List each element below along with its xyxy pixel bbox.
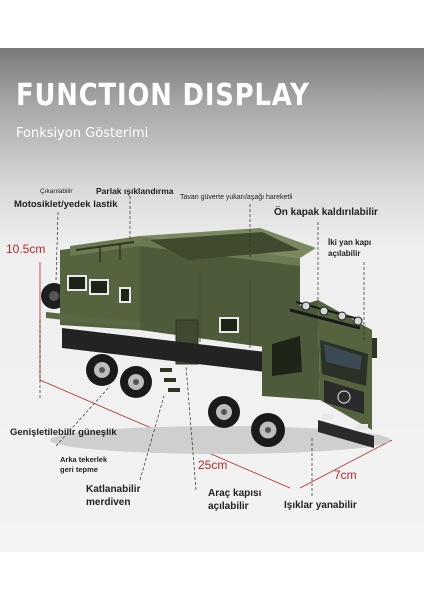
wheel: [120, 366, 152, 398]
label-folding-stairs-line2: merdiven: [86, 497, 131, 508]
wheels: [86, 354, 285, 447]
label-roof-deck: Tavan güverte yukarı/aşağı hareketli: [180, 194, 293, 201]
chassis: [62, 328, 300, 376]
headline: FUNCTION DISPLAY: [16, 78, 310, 113]
dimension-width: 7cm: [334, 468, 357, 482]
ground-shadow: [50, 426, 390, 454]
callout-lines: [39, 196, 365, 496]
wheel: [208, 396, 240, 428]
label-bright-lighting: Parlak ışıklandırma: [96, 186, 174, 196]
label-motorcycle-spare-tire: Motosiklet/yedek lastik: [14, 199, 118, 210]
label-folding-stairs-line1: Katlanabilir: [86, 484, 141, 495]
wheel: [251, 413, 285, 447]
label-two-side-doors-line2: açılabilir: [328, 249, 361, 258]
folding-stairs: [160, 368, 180, 392]
label-expandable-awning: Genişletilebilir güneşlik: [10, 427, 117, 438]
label-removable: Çıkarılabilir: [40, 188, 73, 195]
label-rear-wheel-line2: geri tepme: [60, 465, 98, 474]
label-lights: Işıklar yanabilir: [284, 500, 357, 511]
subheadline: Fonksiyon Gösterimi: [16, 126, 149, 141]
wheel: [86, 354, 118, 386]
label-rear-wheel-line1: Arka tekerlek: [60, 455, 108, 464]
cab: [262, 300, 377, 448]
dimension-height: 10.5cm: [6, 242, 46, 256]
label-vehicle-door-line1: Araç kapısı: [208, 488, 262, 499]
dimension-length: 25cm: [198, 458, 228, 472]
label-vehicle-door-line2: açılabilir: [208, 501, 249, 512]
label-two-side-doors-line1: İki yan kapı: [328, 238, 372, 247]
label-front-cover: Ön kapak kaldırılabilir: [274, 207, 378, 218]
